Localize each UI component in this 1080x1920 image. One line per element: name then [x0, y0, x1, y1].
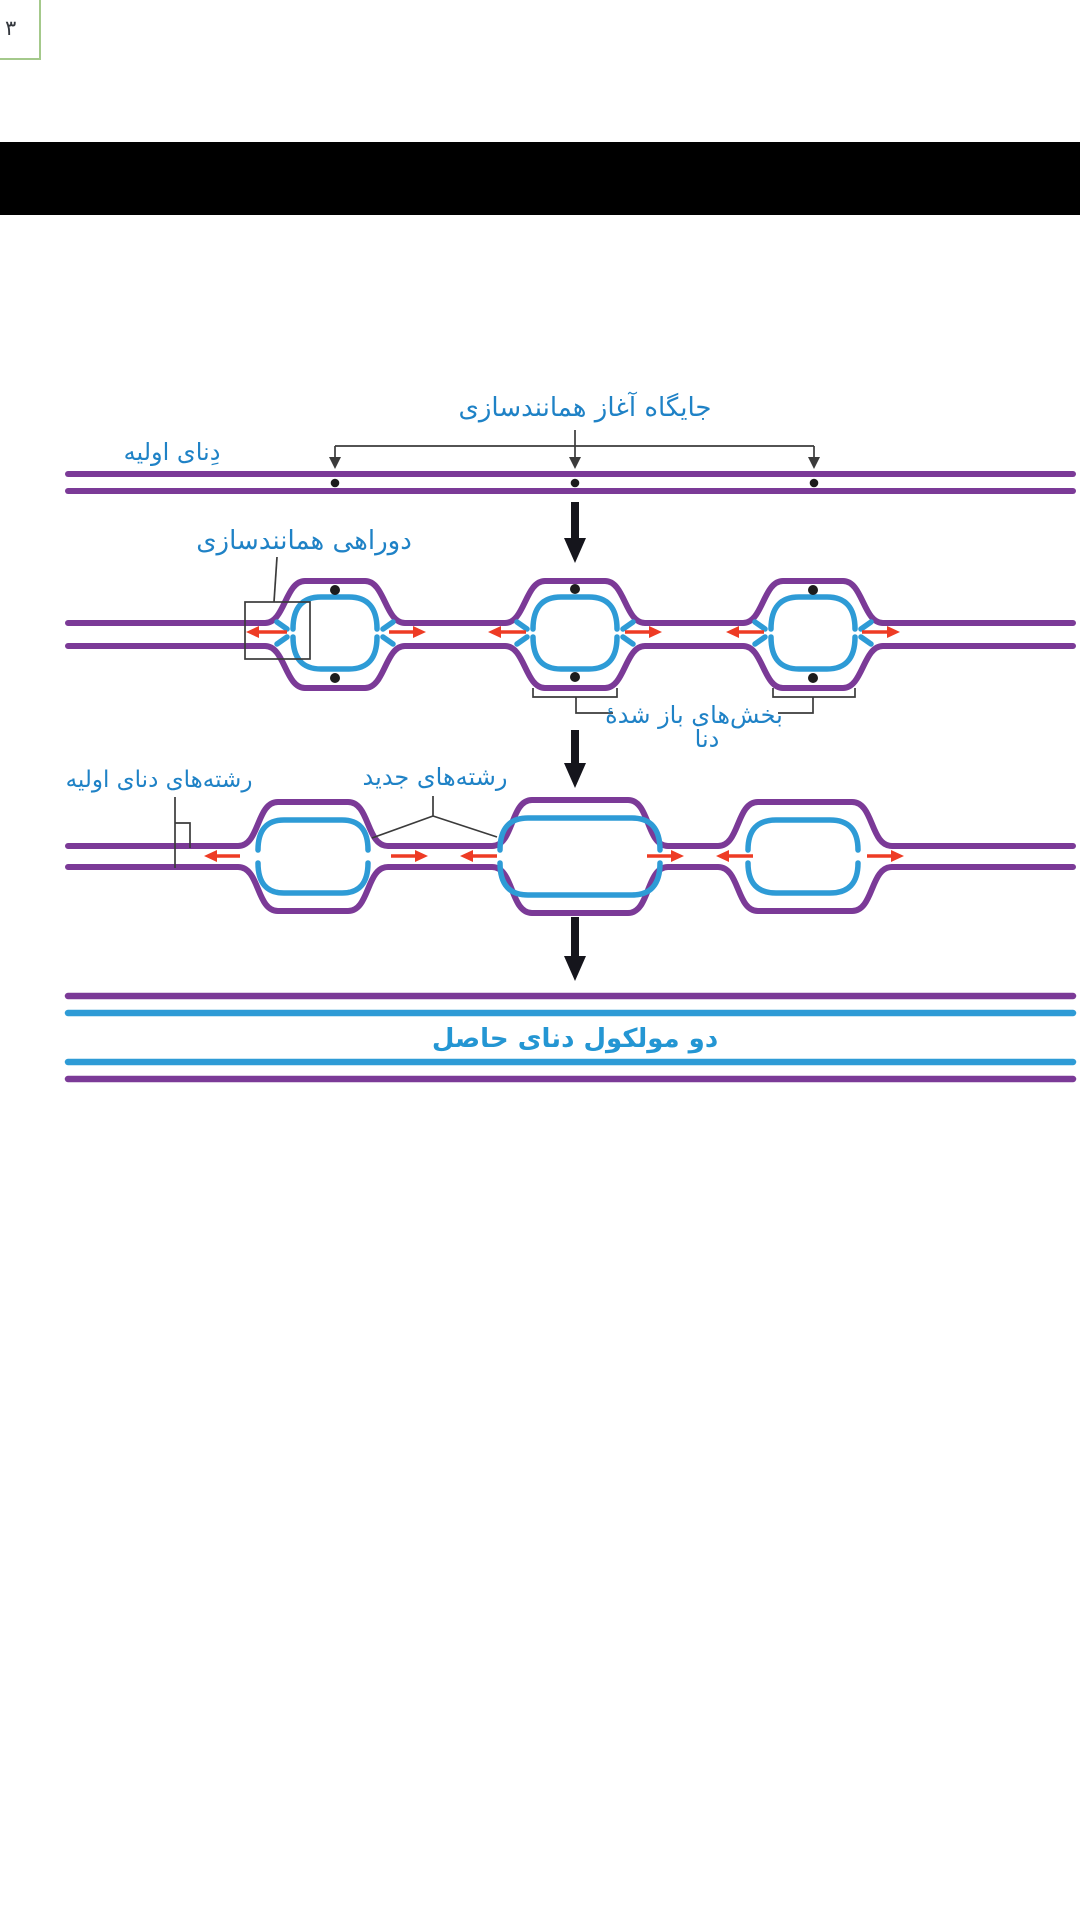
parental-strand-bottom: [65, 643, 1076, 691]
arrowhead-icon: [569, 457, 581, 469]
fork-direction-arrows-row3: [204, 850, 904, 862]
parental-strand-bottom: [65, 864, 1076, 916]
label-origin-sites: جایگاه آغاز همانندسازی: [459, 391, 712, 423]
parental-dna-row2: [65, 578, 1076, 691]
new-strands-fork-connector: [371, 796, 498, 839]
red-arrow-head: [246, 626, 259, 638]
new-strands-row3: [255, 815, 861, 898]
arrowhead-icon: [808, 457, 820, 469]
result-molecules: [64, 992, 1077, 1083]
origin-dot: [570, 672, 580, 682]
fork-direction-arrows-row2: [246, 626, 900, 638]
label-replication-fork: دوراهی همانندسازی: [196, 526, 412, 556]
origin-dot: [808, 585, 818, 595]
new-strand-arc: [290, 594, 380, 632]
red-arrow-head: [415, 850, 428, 862]
new-strand-arc: [768, 634, 858, 672]
red-arrow-head: [716, 850, 729, 862]
red-arrow-head: [887, 626, 900, 638]
fork-label-connector: [273, 556, 278, 603]
origin-pointer-arrowheads: [329, 457, 820, 469]
origin-dot: [330, 478, 340, 488]
red-arrow-head: [413, 626, 426, 638]
parental-strand-top: [65, 578, 1076, 626]
page-number: ۳: [5, 16, 17, 40]
original-strands-marker: [174, 797, 191, 868]
origin-dot: [330, 585, 340, 595]
parental-dna-row1: [65, 471, 1076, 494]
origin-dot: [808, 673, 818, 683]
label-new-strands: رشته‌های جدید: [363, 763, 508, 791]
label-result-molecules: دو مولکول دنای حاصل: [432, 1024, 718, 1054]
new-strand-arc: [530, 634, 620, 672]
new-strand-arc: [497, 860, 663, 898]
replication-fork-box: [244, 601, 311, 660]
label-initial-dna: دِنای اولیه: [124, 438, 221, 466]
new-strand-tip: [514, 619, 636, 647]
red-arrow-head: [671, 850, 684, 862]
label-opened-parts-line1: بخش‌های باز شدۀ: [605, 701, 783, 729]
red-arrow-head: [204, 850, 217, 862]
origin-pointer-bracket: [334, 430, 815, 458]
label-original-strands: رشته‌های دنای اولیه: [66, 767, 253, 793]
down-arrow-icon: [564, 502, 586, 563]
new-strand-tip: [752, 619, 874, 647]
red-arrow-head: [649, 626, 662, 638]
new-strand-arc: [768, 594, 858, 632]
new-strand-arc: [530, 594, 620, 632]
origin-dot: [570, 584, 580, 594]
opened-parts-bracket-left: [532, 688, 618, 714]
bracket-lines: [334, 430, 815, 458]
stage-flow-arrows: [564, 502, 586, 981]
origin-dots-row2: [330, 584, 818, 683]
red-arrow-head: [891, 850, 904, 862]
down-arrow-icon: [564, 917, 586, 981]
red-arrow-head: [488, 626, 501, 638]
opened-parts-bracket-right: [772, 688, 856, 714]
label-opened-parts-line2: دنا: [695, 725, 720, 753]
red-arrow-head: [460, 850, 473, 862]
new-strands-row2: [274, 594, 874, 672]
down-arrow-icon: [564, 730, 586, 788]
new-strand-arc: [290, 634, 380, 672]
origin-dot: [570, 478, 580, 488]
new-strand-tip: [274, 619, 396, 647]
red-arrow-head: [726, 626, 739, 638]
annotations-row3: [174, 796, 498, 868]
origin-dot: [330, 673, 340, 683]
header-bar: [0, 142, 1080, 215]
new-strand-arc: [745, 860, 861, 896]
origin-dots-row1: [330, 478, 819, 488]
origin-dot: [809, 478, 819, 488]
new-strand-arc: [745, 817, 861, 853]
new-strand-arc: [497, 815, 663, 853]
arrowhead-icon: [329, 457, 341, 469]
parental-strand-top: [65, 797, 1076, 849]
new-strand-arc: [255, 817, 371, 853]
parental-dna-row3: [65, 797, 1076, 916]
page-number-box: ۳: [0, 0, 41, 60]
annotations-row2: [244, 556, 856, 714]
new-strand-arc: [255, 860, 371, 896]
